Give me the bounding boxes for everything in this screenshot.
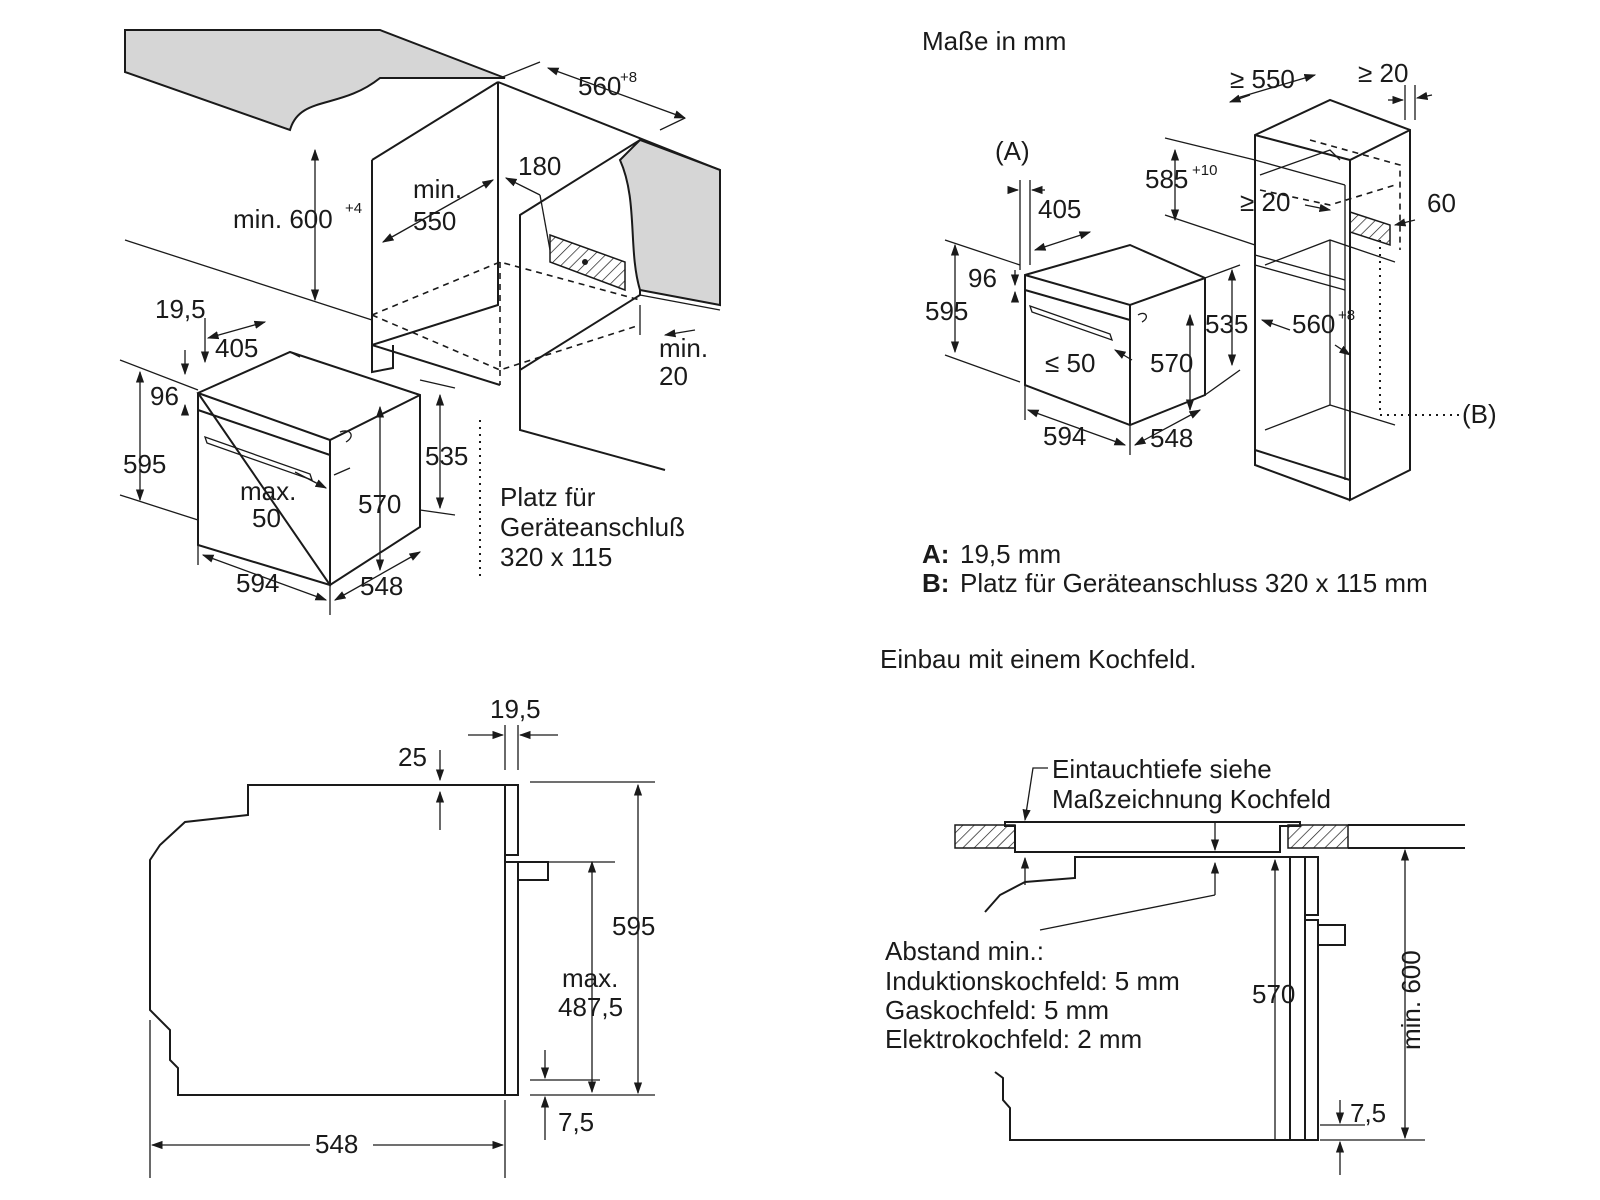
clearance-induction: Induktionskochfeld: 5 mm: [885, 966, 1180, 996]
dim-min-20-label: min.: [659, 333, 708, 363]
dim-min-600-tolerance: +4: [345, 200, 362, 217]
label-b: (B): [1462, 399, 1497, 429]
dim-487-5-label: 487,5: [558, 992, 623, 1022]
dim-595-side-label: 595: [612, 911, 655, 941]
immersion-depth-note-line1: Eintauchtiefe siehe: [1052, 754, 1272, 784]
legend-a-text: 19,5 mm: [960, 539, 1061, 569]
dim-180-label: 180: [518, 151, 561, 181]
dim-19-5-label: 19,5: [155, 294, 206, 324]
dim-min-600-hob-label: min. 600: [1396, 950, 1426, 1050]
dim-ge-20-mid-label: ≥ 20: [1240, 187, 1290, 217]
dim-60-label: 60: [1427, 188, 1456, 218]
dim-570-hob-label: 570: [1252, 979, 1295, 1009]
dim-585-label: 585: [1145, 164, 1188, 194]
legend-b-key: B:: [922, 568, 949, 598]
oven-profile-under-hob: [984, 856, 1305, 913]
side-profile-view: 19,5 25 595 max. 487,5 548 7,5: [149, 694, 655, 1178]
dim-595-label: 595: [123, 449, 166, 479]
dim-ge-20-top-label: ≥ 20: [1358, 58, 1408, 88]
legend-a-key: A:: [922, 539, 949, 569]
dim-max-label: max.: [240, 476, 296, 506]
countertop: [124, 29, 506, 132]
dim-570-label-right: 570: [1150, 348, 1193, 378]
legend-b-text: Platz für Geräteanschluss 320 x 115 mm: [960, 568, 1428, 598]
cabinet-left-side: [371, 82, 499, 347]
oven-handle: [203, 435, 314, 482]
hob-installation-view: Einbau mit einem Kochfeld. Eintauchtiefe…: [880, 644, 1465, 1175]
dim-560-label: 560: [578, 71, 621, 101]
dim-594-label-right: 594: [1043, 421, 1086, 451]
dim-560-label-right: 560: [1292, 309, 1335, 339]
tall-cabinet: [1254, 98, 1411, 502]
label-a: (A): [995, 136, 1030, 166]
dim-405-label: 405: [215, 333, 258, 363]
dim-535-label: 535: [425, 441, 468, 471]
units-heading: Maße in mm: [922, 26, 1066, 56]
hob: [1004, 821, 1301, 853]
oven-knob-under-hob: [1318, 924, 1346, 946]
dim-min-label: min.: [413, 174, 462, 204]
dim-25-label: 25: [398, 742, 427, 772]
dim-594-label: 594: [236, 568, 279, 598]
clearance-title: Abstand min.:: [885, 936, 1044, 966]
dim-ge-550-label: ≥ 550: [1230, 64, 1295, 94]
dim-7-5-side-label: 7,5: [558, 1107, 594, 1137]
dim-570-label: 570: [358, 489, 401, 519]
dim-96-label-right: 96: [968, 263, 997, 293]
dim-535-label-right: 535: [1205, 309, 1248, 339]
clearance-electric: Elektrokochfeld: 2 mm: [885, 1024, 1142, 1054]
oven-body: [196, 350, 421, 587]
connection-space-right: [1349, 210, 1391, 247]
dim-560-tolerance: +8: [620, 69, 637, 86]
oven-body-right: [1024, 243, 1206, 427]
immersion-depth-note-line2: Maßzeichnung Kochfeld: [1052, 784, 1331, 814]
dim-560-tolerance-right: +8: [1338, 307, 1355, 324]
dim-le-50-label: ≤ 50: [1045, 348, 1095, 378]
dim-max-side-label: max.: [562, 963, 618, 993]
clearance-gas: Gaskochfeld: 5 mm: [885, 995, 1109, 1025]
dim-548-side-label: 548: [315, 1129, 358, 1159]
connection-note-line1: Platz für: [500, 482, 596, 512]
dim-min-600-label: min. 600: [233, 204, 333, 234]
dim-7-5-hob-label: 7,5: [1350, 1098, 1386, 1128]
connection-note-line3: 320 x 115: [500, 542, 612, 572]
oven-side-profile: [149, 784, 505, 1096]
connection-note-line2: Geräteanschluß: [500, 512, 685, 542]
dim-20-label: 20: [659, 361, 688, 391]
countertop-right-section: [1287, 824, 1349, 849]
dim-548-label-right: 548: [1150, 423, 1193, 453]
hob-installation-heading: Einbau mit einem Kochfeld.: [880, 644, 1197, 674]
dim-50-label: 50: [252, 503, 281, 533]
dim-585-tolerance: +10: [1192, 162, 1217, 179]
dim-405-label-right: 405: [1038, 194, 1081, 224]
dim-548-label: 548: [360, 571, 403, 601]
undercounter-installation-view: 560 +8 180 min. 600 +4 min. 550 min. 20 …: [119, 29, 721, 615]
dim-19-5-side-label: 19,5: [490, 694, 541, 724]
dim-595-label-right: 595: [925, 296, 968, 326]
dim-96-label: 96: [150, 381, 179, 411]
oven-handle-right: [1028, 304, 1114, 342]
tall-cabinet-installation-view: Maße in mm: [922, 26, 1497, 598]
dim-550-label: 550: [413, 206, 456, 236]
countertop-left-section: [954, 824, 1016, 849]
oven-knob: [518, 861, 549, 881]
